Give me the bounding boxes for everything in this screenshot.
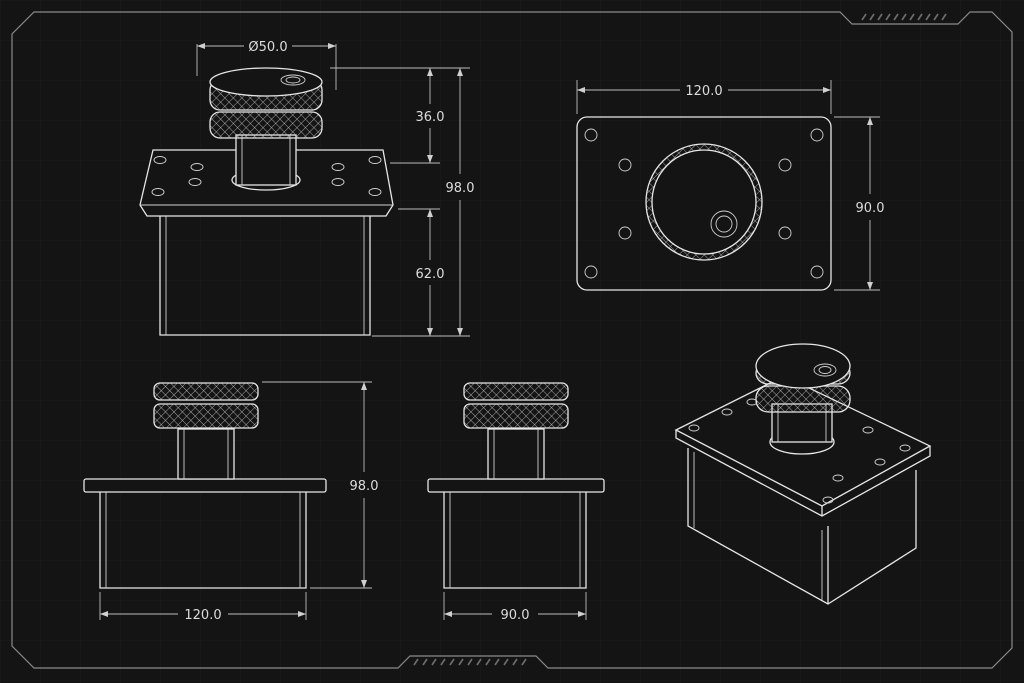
side-a-body [99, 492, 307, 589]
frame-hatch-top [861, 13, 947, 21]
dim-front-body-height: 62.0 [372, 208, 470, 337]
dim-front-diameter-label: Ø50.0 [248, 40, 287, 55]
dim-front-knob-height: 36.0 [330, 67, 445, 164]
side-b-knob-ring-lower [463, 403, 569, 429]
front-shaft [235, 134, 297, 186]
front-knob-ring-lower [209, 111, 323, 139]
side-a-knob-ring-upper [153, 382, 259, 401]
dim-side-a-width-label: 120.0 [184, 608, 221, 623]
side-view-a: 98.0 120.0 [83, 381, 379, 623]
dim-side-a-height: 98.0 [262, 381, 379, 589]
top-plate [576, 116, 832, 291]
dim-top-depth-label: 90.0 [856, 201, 885, 216]
side-a-flange [83, 478, 327, 493]
iso-knob-ring-lower [755, 385, 851, 413]
frame-hatch-bottom [413, 658, 527, 666]
dim-top-width-label: 120.0 [685, 84, 722, 99]
iso-knob-top [755, 343, 851, 389]
side-b-shaft [487, 428, 545, 480]
side-b-flange [427, 478, 605, 493]
dim-side-b-width: 90.0 [443, 592, 587, 623]
dim-top-width: 120.0 [576, 80, 832, 114]
dim-front-overall-height-label: 98.0 [446, 181, 475, 196]
dim-side-b-width-label: 90.0 [501, 608, 530, 623]
dim-front-overall-height: 98.0 [440, 67, 475, 336]
iso-knob-hole [813, 363, 837, 377]
front-view: Ø50.0 36.0 62.0 98 [139, 40, 475, 337]
dim-top-depth: 90.0 [834, 116, 885, 291]
dim-front-knob-height-label: 36.0 [416, 110, 445, 125]
isometric-view [674, 343, 932, 605]
side-view-b: 90.0 [427, 382, 605, 623]
front-knob-hole [280, 74, 306, 86]
side-b-knob-ring-upper [463, 382, 569, 401]
dim-front-body-height-label: 62.0 [416, 267, 445, 282]
dim-front-diameter: Ø50.0 [196, 40, 337, 90]
top-knob-hole [710, 210, 738, 238]
front-knob-top [209, 67, 323, 97]
side-a-knob-ring-lower [153, 403, 259, 429]
front-body [159, 215, 371, 336]
side-a-shaft [177, 428, 235, 480]
side-b-body [443, 492, 587, 589]
dim-side-a-width: 120.0 [99, 592, 307, 623]
top-view: 120.0 90.0 [576, 80, 885, 291]
sheet-frame [11, 11, 1013, 669]
dim-side-a-height-label: 98.0 [350, 479, 379, 494]
